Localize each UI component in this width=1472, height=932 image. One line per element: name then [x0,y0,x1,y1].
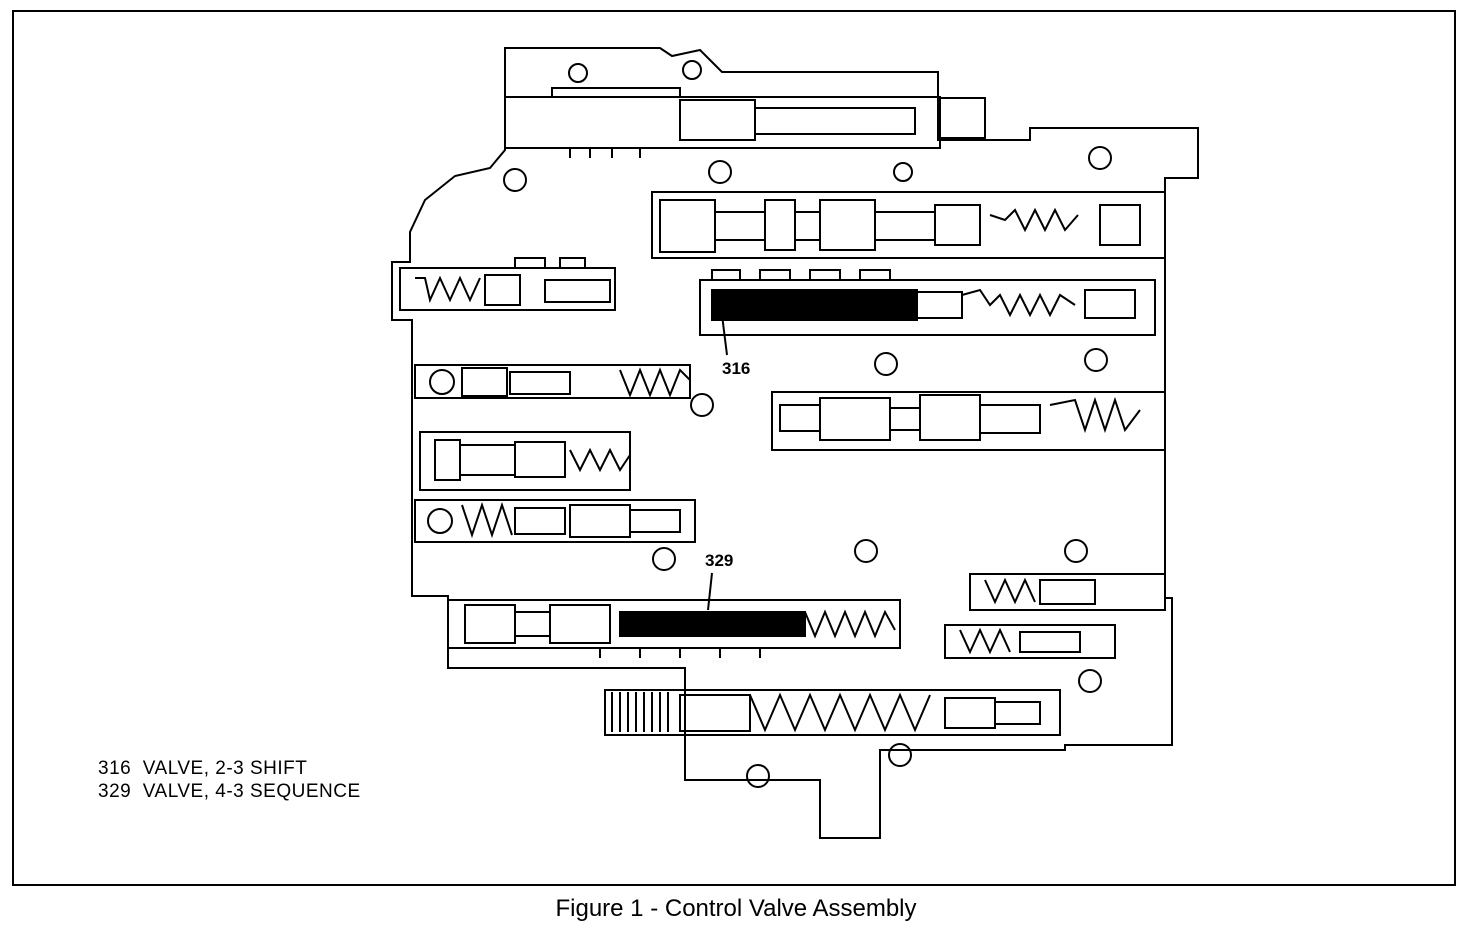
legend-number: 329 [98,781,132,802]
valve-body-outline [391,47,1199,839]
legend-item-316: 316 VALVE, 2-3 SHIFT [98,758,307,780]
legend-text: VALVE, 2-3 SHIFT [142,758,308,779]
callout-316-label: 316 [722,359,750,378]
callout-316-leader [721,314,728,356]
callout-329-leader [707,572,713,611]
valve-bore-upper-right [651,191,1166,259]
valve-bore-bottom [604,689,1061,736]
valve-bore-middle-right [771,391,1166,451]
valve-bore-middle-left-3 [414,499,696,543]
valve-bore-middle-left-2 [419,431,631,491]
valve-2-3-shift-bore [699,269,1156,336]
valve-bore-lower-right [944,573,1166,659]
legend-text: VALVE, 4-3 SEQUENCE [142,781,361,802]
valve-bore-top [504,87,986,158]
mounting-holes [503,60,1112,788]
figure-caption: Figure 1 - Control Valve Assembly [555,895,917,922]
valve-4-3-sequence-highlight [619,611,806,637]
valve-2-3-shift-highlight [711,289,918,321]
legend-item-329: 329 VALVE, 4-3 SEQUENCE [98,781,361,803]
legend-number: 316 [98,758,132,779]
figure-frame [12,10,1456,886]
valve-bore-middle-left [414,364,691,399]
callout-329-label: 329 [705,551,733,570]
valve-4-3-sequence-bore [447,599,901,658]
valve-bore-left-upper [399,257,616,311]
